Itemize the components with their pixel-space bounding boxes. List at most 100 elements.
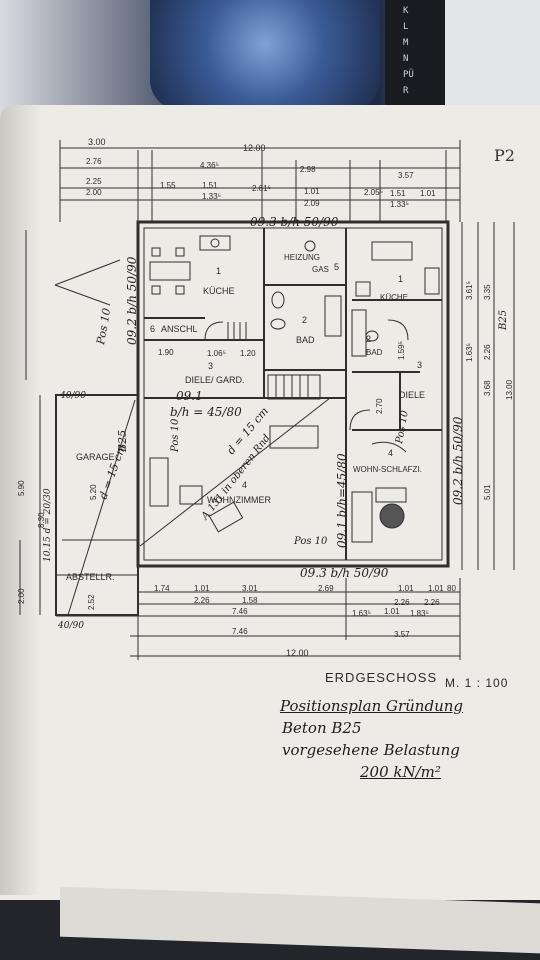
position-label-b25: B25 bbox=[116, 430, 129, 453]
beam-left-label: 09.2 b/h 50/90 bbox=[125, 256, 139, 345]
paper-sheet bbox=[0, 105, 540, 920]
room-number: 2 bbox=[366, 334, 371, 344]
dim-bottom: 2.26 bbox=[424, 598, 440, 607]
bathtub-left bbox=[324, 295, 342, 337]
room-label-diele-right: DIELE bbox=[399, 390, 425, 400]
dim-right: 2.26 bbox=[483, 344, 492, 360]
room-number: 1 bbox=[216, 266, 221, 276]
room-number: 3 bbox=[208, 361, 213, 371]
toilet-icon bbox=[271, 291, 285, 309]
room-label-heizung: HEIZUNG bbox=[284, 253, 320, 262]
dim-bottom: 3.57 bbox=[394, 630, 410, 639]
beam-center-label: 09.1 b/h=45/80 bbox=[335, 453, 349, 548]
note-title: Positionsplan Gründung bbox=[280, 697, 463, 715]
dim-left: 5.90 bbox=[17, 480, 26, 496]
room-label-abstellr: ABSTELLR. bbox=[66, 572, 115, 582]
dim-top: 1.33⁵ bbox=[390, 200, 409, 209]
room-number: 3 bbox=[417, 360, 422, 370]
dim-bottom: 1.01 bbox=[194, 584, 210, 593]
dim-top: 2.98 bbox=[300, 165, 316, 174]
room-label-wohn-schlafzi: WOHN-SCHLAFZI. bbox=[353, 465, 422, 474]
room-number: 5 bbox=[334, 262, 339, 272]
dining-table-left bbox=[149, 261, 191, 281]
dim-top: 2.00 bbox=[86, 188, 102, 197]
floor-plan: KÜCHE 1 HEIZUNG GAS 5 ANSCHL 6 BAD 2 DIE… bbox=[17, 137, 515, 660]
dim-right: 1.63⁵ bbox=[465, 343, 474, 362]
slab-label: 10.15 d = 20/30 bbox=[43, 488, 53, 562]
dim-top: 1.01 bbox=[304, 187, 320, 196]
dim-bottom: 80 bbox=[447, 584, 456, 593]
dim-interior: 1.01 bbox=[384, 607, 400, 616]
dim-bottom: 7.46 bbox=[232, 627, 248, 636]
room-label-kueche-right: KÜCHE bbox=[380, 293, 408, 302]
dim-top: 3.57 bbox=[398, 171, 414, 180]
drawing-title: ERDGESCHOSS bbox=[325, 670, 438, 685]
room-label-kueche-left: KÜCHE bbox=[203, 286, 235, 296]
beam-mid-label: 09.1 bbox=[176, 389, 203, 403]
room-label-wohnzimmer: WOHNZIMMER bbox=[207, 495, 271, 505]
dim-right: 3.35 bbox=[483, 284, 492, 300]
page-id: P2 bbox=[494, 146, 515, 165]
note-load: vorgesehene Belastung bbox=[282, 741, 460, 759]
dim-right: 5.01 bbox=[483, 484, 492, 500]
dim-total-top: 12.00 bbox=[243, 143, 266, 153]
background-mousepad bbox=[150, 0, 380, 110]
dim-left: 8.30 bbox=[37, 512, 46, 528]
dim-top: 2.76 bbox=[86, 157, 102, 166]
note-concrete: Beton B25 bbox=[282, 719, 362, 737]
room-number: 4 bbox=[242, 480, 247, 490]
position-label-b25: B25 bbox=[498, 310, 509, 331]
dim-right: 3.68 bbox=[483, 380, 492, 396]
beam-bottom-label: 09.3 b/h 50/90 bbox=[300, 566, 389, 580]
handwritten-notes: Positionsplan Gründung Beton B25 vorgese… bbox=[280, 695, 520, 783]
beam-top-label: 09.3 b/h 50/90 bbox=[250, 215, 339, 229]
dim-bottom: 2.69 bbox=[318, 584, 334, 593]
paper-curl-shadow bbox=[0, 105, 40, 895]
dim-total-bottom: 12.00 bbox=[286, 648, 309, 658]
dim-bottom: 7.46 bbox=[232, 607, 248, 616]
dim-left: 2.52 bbox=[87, 594, 96, 610]
dim-top: 1.33⁵ bbox=[202, 192, 221, 201]
dim-bottom: 2.26 bbox=[394, 598, 410, 607]
room-label-gas: GAS bbox=[312, 265, 329, 274]
dim-bottom: 1.01 bbox=[428, 584, 444, 593]
dining-table-center bbox=[269, 425, 319, 449]
room-number: 4 bbox=[388, 448, 393, 458]
dim-bottom: 2.26 bbox=[194, 596, 210, 605]
dim-left: 2.00 bbox=[17, 588, 26, 604]
dim-interior: 1.90 bbox=[158, 348, 174, 357]
beam-right-label: 09.2 b/h 50/90 bbox=[451, 416, 465, 505]
position-label: Pos 10 bbox=[170, 418, 181, 453]
dim-top: 2.05⁵ bbox=[364, 188, 383, 197]
drawing-scale: M. 1 : 100 bbox=[445, 676, 509, 690]
dim-top: 1.51 bbox=[202, 181, 218, 190]
note-load-value: 200 kN/m² bbox=[360, 763, 441, 781]
room-number: 6 bbox=[150, 324, 155, 334]
dim-top: 2.25 bbox=[86, 177, 102, 186]
dim-left: 5.20 bbox=[89, 484, 98, 500]
dim-top: 2.61⁵ bbox=[252, 184, 271, 193]
column-size: 40/90 bbox=[59, 391, 86, 401]
room-label-anschl: ANSCHL bbox=[161, 324, 198, 334]
garage-wall bbox=[55, 394, 139, 616]
position-label: Pos 10 bbox=[293, 536, 328, 547]
dim-interior: 1.06⁵ bbox=[207, 349, 226, 358]
dim-bottom: 1.01 bbox=[398, 584, 414, 593]
room-label-diele-gard: DIELE/ GARD. bbox=[185, 375, 245, 385]
dim-interior: 1.59⁵ bbox=[397, 341, 406, 360]
room-number: 2 bbox=[302, 315, 307, 325]
dim-top: 1.51 bbox=[390, 189, 406, 198]
position-label: Pos 10 bbox=[94, 307, 113, 346]
room-label-bad-left: BAD bbox=[296, 335, 315, 345]
dim-top-row0: 3.00 bbox=[88, 137, 106, 147]
round-table-icon bbox=[379, 503, 405, 529]
background-paper-sheet bbox=[445, 0, 540, 120]
position-label: Pos 10 bbox=[394, 409, 411, 445]
column-size: 40/90 bbox=[57, 621, 84, 631]
dim-top: 1.01 bbox=[420, 189, 436, 198]
dim-top: 1.55 bbox=[160, 181, 176, 190]
dim-top: 4.36⁵ bbox=[200, 161, 219, 170]
dim-bottom: 1.83⁵ bbox=[410, 609, 429, 618]
dim-interior: 2.70 bbox=[375, 398, 384, 414]
